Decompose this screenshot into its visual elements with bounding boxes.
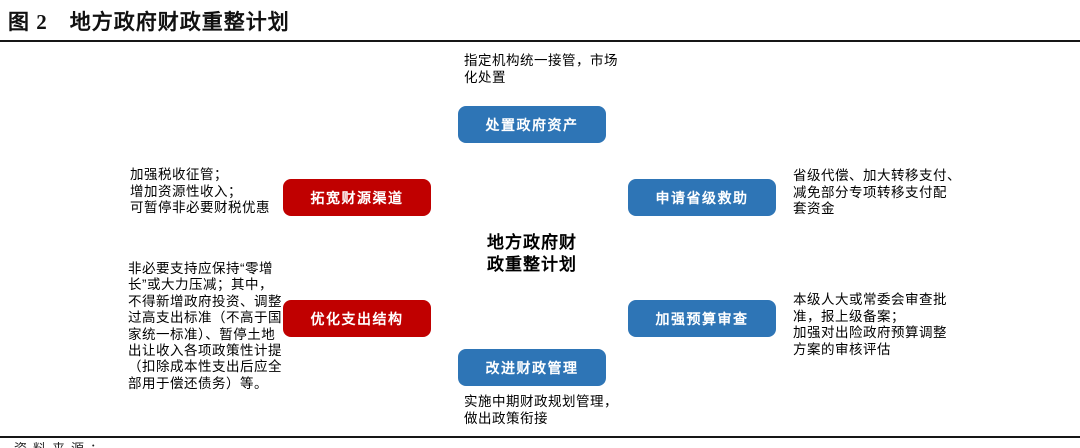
figure-title: 图 2 地方政府财政重整计划: [8, 10, 290, 34]
note-strengthen-budget-review: 本级人大或常委会审查批 准，报上级备案； 加强对出险政府预算调整 方案的审核评估: [793, 292, 947, 357]
note-improve-fiscal-management: 实施中期财政规划管理， 做出政策衔接: [464, 394, 618, 426]
node-apply-provincial-aid: 申请省级救助: [628, 179, 776, 216]
node-strengthen-budget-review: 加强预算审查: [628, 300, 776, 337]
footer-rule: [0, 436, 1080, 438]
note-dispose-government-assets: 指定机构统一接管，市场 化处置: [464, 53, 618, 85]
diagram-center-label: 地方政府财 政重整计划: [487, 233, 577, 274]
note-apply-provincial-aid: 省级代偿、加大转移支付、 减免部分专项转移支付配 套资金: [793, 168, 961, 216]
node-optimize-expenditure-structure: 优化支出结构: [283, 300, 431, 337]
note-optimize-expenditure-structure: 非必要支持应保持“零增 长”或大力压减；其中， 不得新增政府投资、调整 过高支出…: [128, 261, 282, 391]
source-attribution-cutoff-text: 资料来源：: [14, 442, 109, 448]
node-expand-revenue-channels: 拓宽财源渠道: [283, 179, 431, 216]
header-rule: [0, 40, 1080, 42]
node-dispose-government-assets: 处置政府资产: [458, 106, 606, 143]
note-expand-revenue-channels: 加强税收征管； 增加资源性收入； 可暂停非必要财税优惠: [130, 167, 270, 215]
node-improve-fiscal-management: 改进财政管理: [458, 349, 606, 386]
